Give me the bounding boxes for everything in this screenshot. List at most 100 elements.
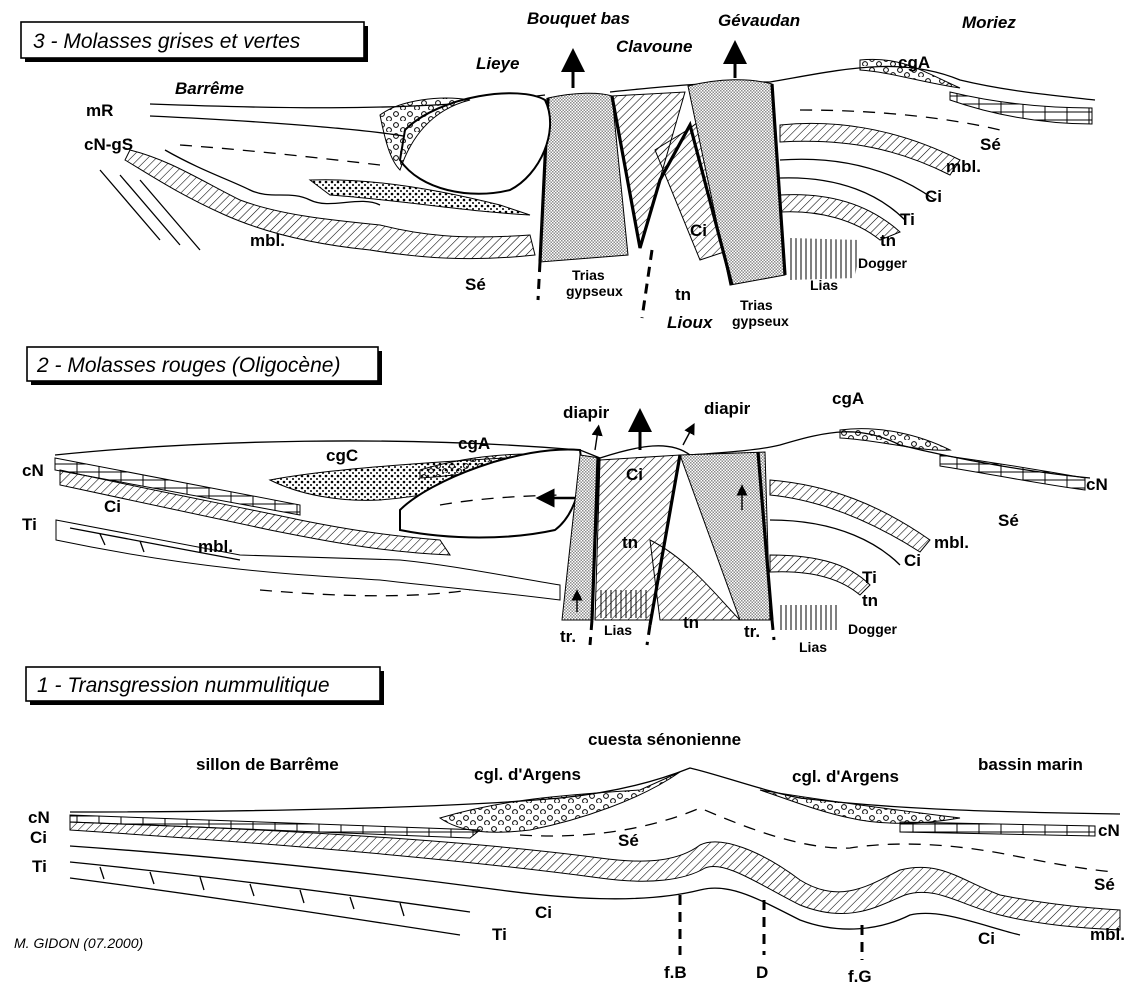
p2-ti-left: Ti (22, 515, 37, 534)
p3-fault-2 (610, 95, 734, 286)
p2-lias1: Lias (604, 622, 632, 638)
p3-lieye: Lieye (476, 54, 519, 73)
p3-left-strata (99, 169, 201, 251)
panel-2-title-box (26, 346, 379, 382)
p1-cuesta: cuesta sénonienne (588, 730, 741, 749)
p2-diapir-arrow-2 (682, 423, 695, 446)
p3-se-dash (799, 109, 1001, 131)
p1-se-mid: Sé (618, 831, 639, 850)
p2-dash-low (259, 589, 471, 597)
p2-cgA-right: cgA (832, 389, 864, 408)
p2-fault-dashes (588, 619, 776, 646)
p1-ti-lines (69, 861, 471, 936)
p1-fG: f.G (848, 967, 872, 986)
p1-se-right: Sé (1094, 875, 1115, 894)
p2-cN-bricks-right (939, 454, 1086, 491)
p2-lias2: Lias (799, 639, 827, 655)
p1-bassin: bassin marin (978, 755, 1083, 774)
p2-central-hatch-2 (649, 539, 742, 621)
p1-cN-left-bricks (69, 814, 482, 839)
p1-ti-left: Ti (32, 857, 47, 876)
p2-tn-bottom: tn (683, 613, 699, 632)
p3-se-right: Sé (980, 135, 1001, 154)
p3-trias2a: Trias (740, 297, 773, 313)
p3-se-left: Sé (465, 275, 486, 294)
p3-cgA: cgA (898, 53, 930, 72)
p3-mbl-layer (124, 149, 536, 260)
p1-faults (678, 895, 864, 960)
p2-cN-left: cN (22, 461, 44, 480)
panel-2: 2 - Molasses rouges (Oligocène) cN Ti (22, 346, 1108, 655)
p3-nummulitic-bricks (949, 91, 1093, 125)
p2-tn-right: tn (862, 591, 878, 610)
p3-trias1a: Trias (572, 267, 605, 283)
p2-ti-bed (69, 527, 241, 561)
p2-mbl-right: mbl. (934, 533, 969, 552)
p3-lias-stripes (790, 238, 860, 280)
p1-ti-ticks (99, 866, 405, 917)
p2-cN-right: cN (1086, 475, 1108, 494)
p3-trias2b: gypseux (732, 313, 789, 329)
p3-moriez: Moriez (962, 13, 1016, 32)
p3-lias: Lias (810, 277, 838, 293)
p2-lias-stripes-1 (600, 590, 650, 618)
p2-dogger: Dogger (848, 621, 898, 637)
p1-se-dash (519, 807, 1116, 873)
p1-cN-right-bricks (899, 821, 1096, 837)
p3-ci-mid: Ci (690, 221, 707, 240)
p2-mbl-left: mbl. (198, 537, 233, 556)
p3-fault-3 (770, 83, 787, 276)
p2-lias-stripes-2 (780, 605, 840, 630)
p1-cgl-right (759, 789, 961, 824)
p2-cgC: cgC (326, 446, 358, 465)
p3-fault-2-dash (640, 249, 654, 319)
p3-ci-line-2 (779, 177, 906, 221)
panel-1-title: 1 - Transgression nummulitique (37, 674, 330, 697)
p2-ci-left: Ci (104, 497, 121, 516)
p3-ti-right: Ti (900, 210, 915, 229)
p3-cNgS: cN-gS (84, 135, 133, 154)
p2-mbl-layer (59, 469, 451, 556)
p2-ci-mid: Ci (626, 465, 643, 484)
p3-trias1b: gypseux (566, 283, 623, 299)
p2-tr1: tr. (560, 627, 576, 646)
p3-fault-1-dash (536, 261, 542, 301)
p3-ci-right: Ci (925, 187, 942, 206)
p1-ti-low: Ti (492, 925, 507, 944)
p1-cgl-left-label: cgl. d'Argens (474, 765, 581, 784)
panel-2-title: 2 - Molasses rouges (Oligocène) (36, 354, 340, 377)
p1-mbl-layer (69, 821, 1121, 931)
p3-mbl-right: mbl. (946, 157, 981, 176)
panel-3-title-box (20, 21, 365, 59)
p2-ti-right (769, 554, 871, 596)
p2-se-right: Sé (998, 511, 1019, 530)
author-credit: M. GIDON (07.2000) (14, 935, 143, 951)
p3-bouquet: Bouquet bas (527, 9, 630, 28)
p3-gevaudan: Gévaudan (718, 11, 800, 30)
p1-fB: f.B (664, 963, 687, 982)
p3-overturned-fold (398, 92, 551, 195)
p1-D: D (756, 963, 768, 982)
p3-dotted-lens (308, 179, 531, 216)
p3-trias-diapir-1 (539, 92, 629, 263)
p3-ci-line (779, 158, 936, 201)
p3-conglomerate (379, 97, 471, 171)
p2-diapir-1-label: diapir (563, 403, 610, 422)
p3-tn-mid: tn (675, 285, 691, 304)
p3-lioux: Lioux (667, 313, 714, 332)
p1-cgl-right-label: cgl. d'Argens (792, 767, 899, 786)
p3-tn-right: tn (880, 231, 896, 250)
p3-barreme: Barrême (175, 79, 244, 98)
p3-dogger: Dogger (858, 255, 908, 271)
p2-tr2: tr. (744, 622, 760, 641)
p2-ci-right-line (769, 519, 901, 566)
panel-3-title: 3 - Molasses grises et vertes (33, 30, 301, 53)
p2-lower-beds (55, 519, 561, 601)
p3-cgA-fill (859, 58, 961, 89)
p1-cN-left: cN (28, 808, 50, 827)
p2-cgA-left: cgA (458, 434, 490, 453)
p1-cN-right: cN (1098, 821, 1120, 840)
p2-cgA-circles-right (839, 428, 952, 451)
p1-ci-right: Ci (978, 929, 995, 948)
